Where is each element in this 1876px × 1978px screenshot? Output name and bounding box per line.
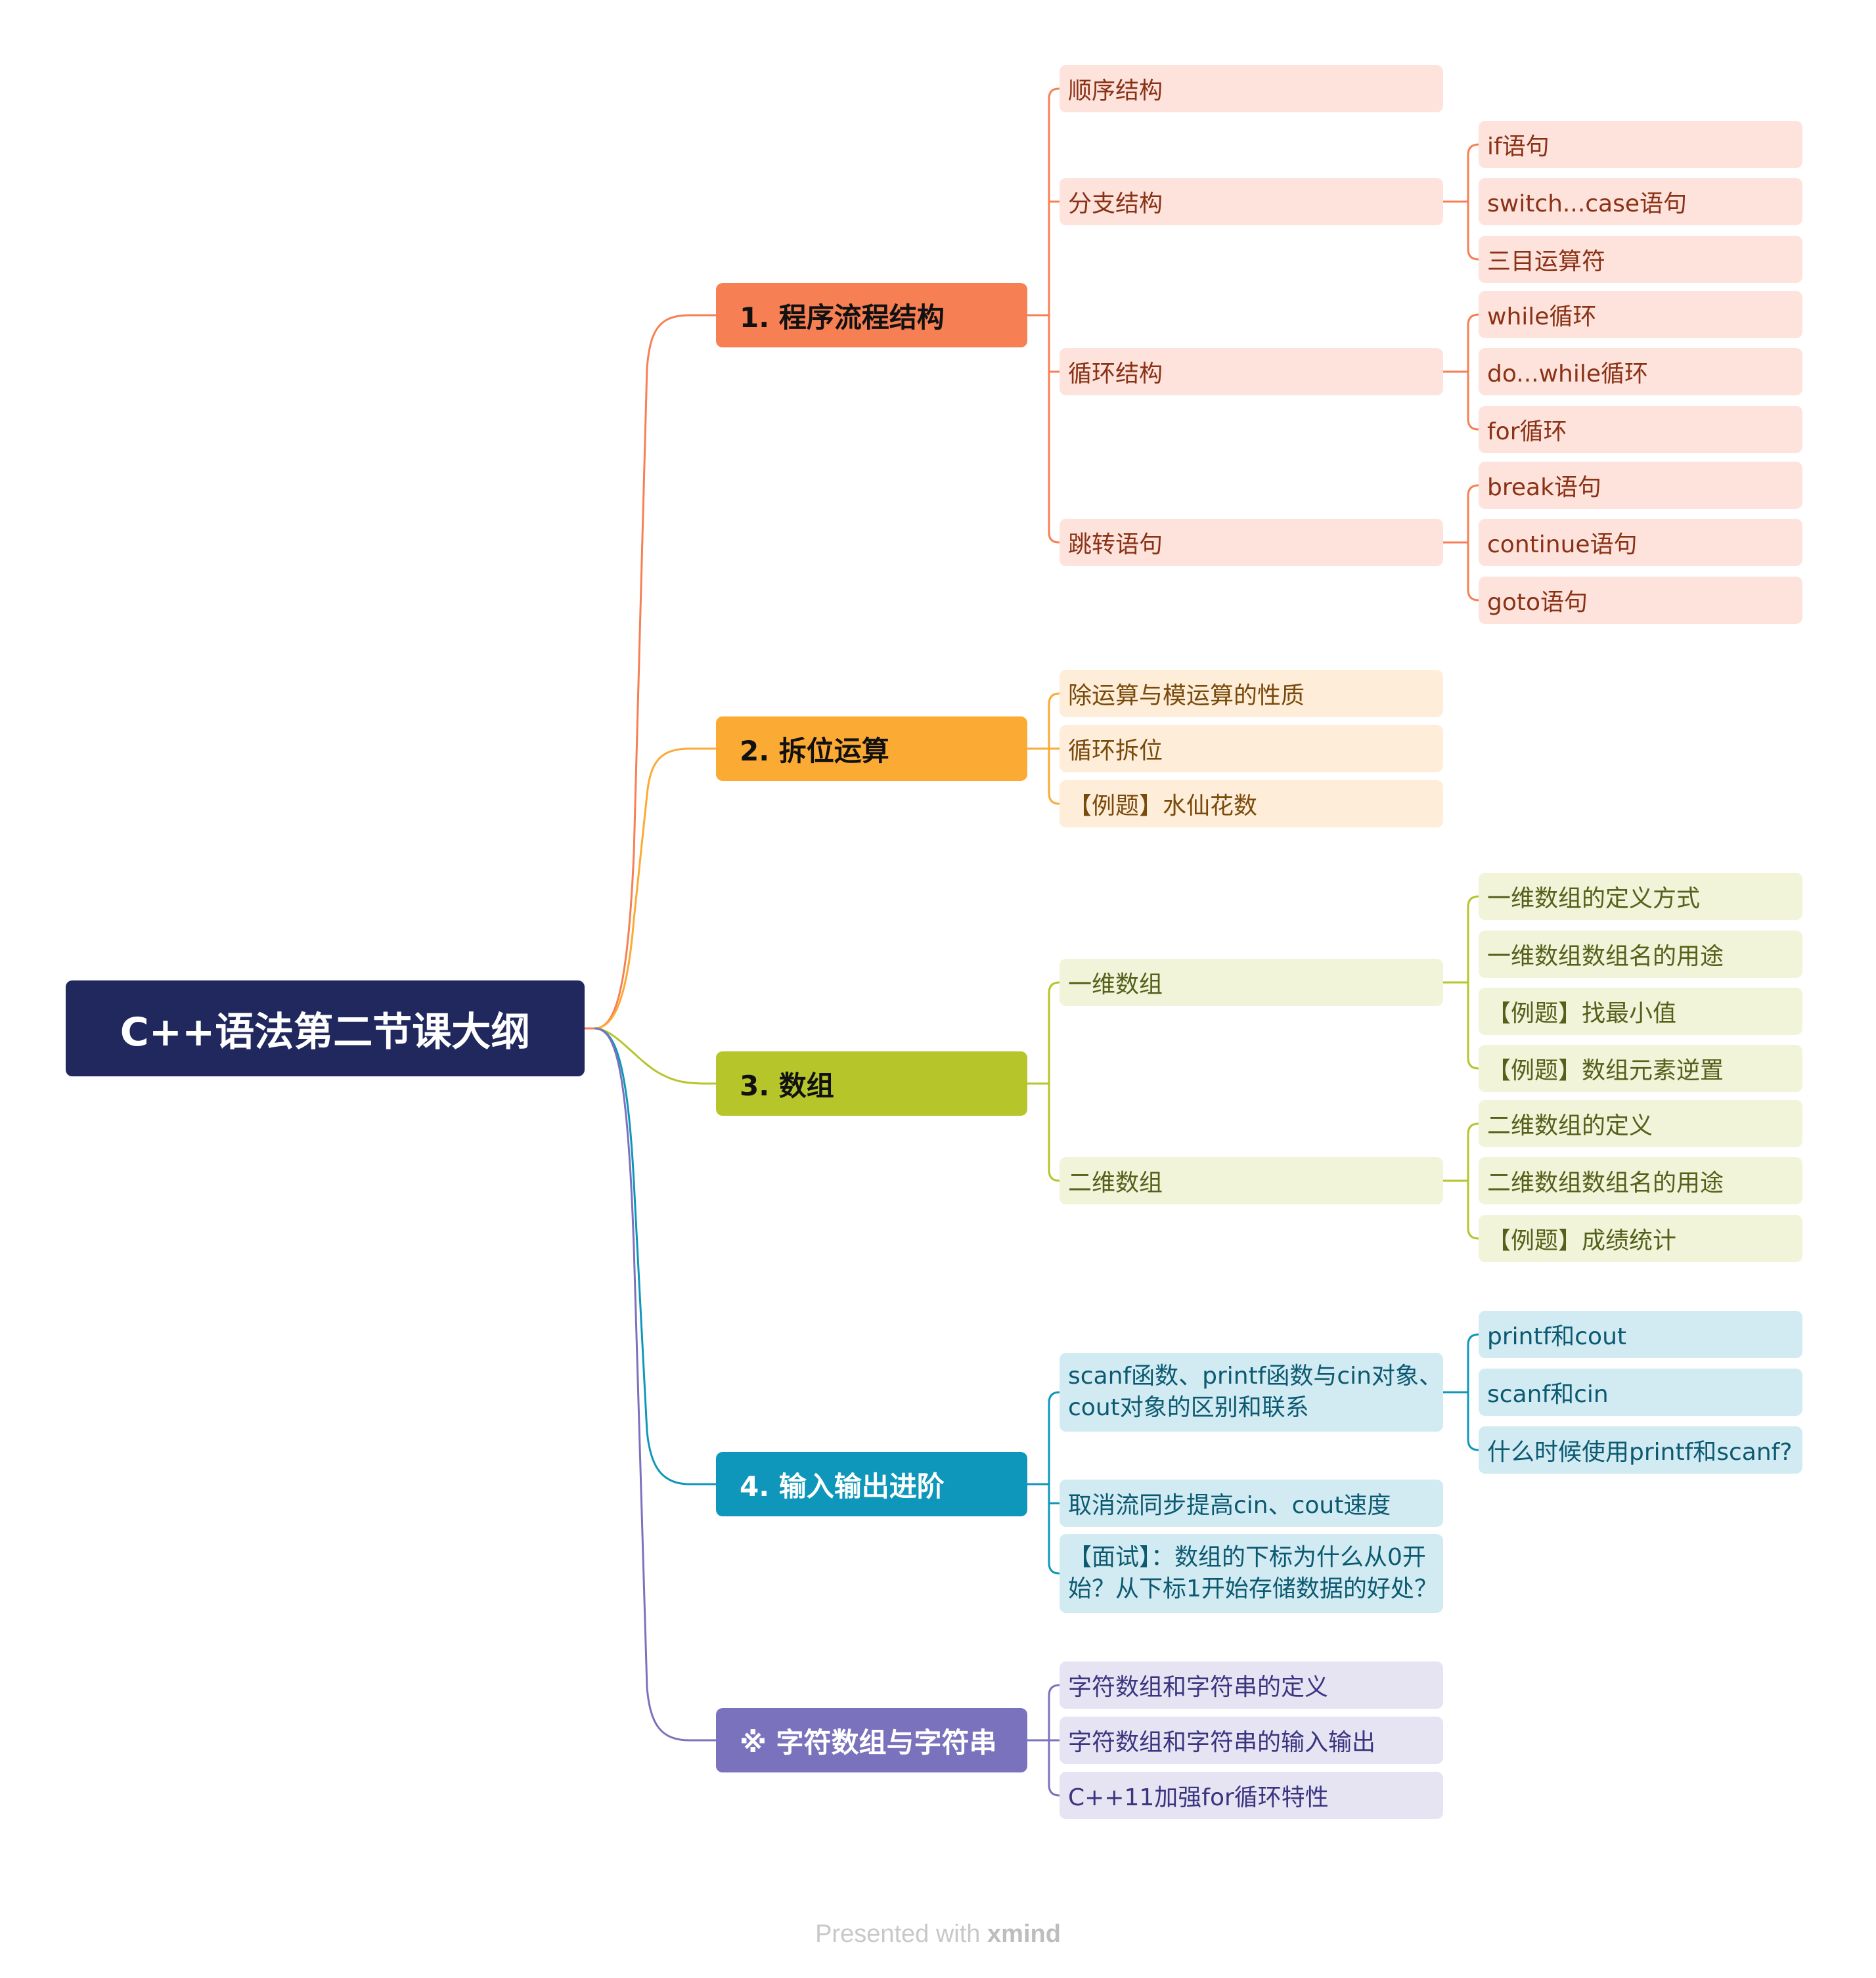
leaf-topic[interactable]: 【例题】数组元素逆置 (1479, 1045, 1802, 1092)
leaf-topic[interactable]: 一维数组数组名的用途 (1479, 931, 1802, 978)
leaf-topic[interactable]: 三目运算符 (1479, 236, 1802, 283)
subtopic[interactable]: 顺序结构 (1060, 65, 1443, 112)
subtopic[interactable]: 二维数组 (1060, 1157, 1443, 1204)
leaf-topic[interactable]: 【例题】找最小值 (1479, 988, 1802, 1035)
leaf-topic[interactable]: scanf和cin (1479, 1369, 1802, 1416)
leaf-topic[interactable]: 一维数组的定义方式 (1479, 873, 1802, 920)
subtopic[interactable]: 【例题】水仙花数 (1060, 780, 1443, 827)
branch-5-links (1027, 1684, 1060, 1797)
footer-prefix: Presented with (815, 1920, 981, 1948)
main-topic-io-advanced[interactable]: 4. 输入输出进阶 (716, 1452, 1027, 1516)
presented-with-footer: Presented with xmind (0, 1920, 1876, 1948)
leaf-topic[interactable]: while循环 (1479, 291, 1802, 338)
main-topic-arrays[interactable]: 3. 数组 (716, 1051, 1027, 1116)
subtopic[interactable]: 取消流同步提高cin、cout速度 (1060, 1480, 1443, 1527)
leaf-topic[interactable]: printf和cout (1479, 1311, 1802, 1358)
branch-3-links (1027, 895, 1479, 1240)
leaf-topic[interactable]: 二维数组数组名的用途 (1479, 1157, 1802, 1204)
leaf-topic[interactable]: switch...case语句 (1479, 178, 1802, 225)
branch-4-links (1027, 1333, 1479, 1575)
leaf-topic[interactable]: break语句 (1479, 462, 1802, 509)
leaf-topic[interactable]: goto语句 (1479, 577, 1802, 624)
root-link-4 (594, 1027, 716, 1485)
subtopic[interactable]: 【面试】：数组的下标为什么从0开始？从下标1开始存储数据的好处？ (1060, 1534, 1443, 1613)
main-topic-program-flow[interactable]: 1. 程序流程结构 (716, 283, 1027, 347)
main-topic-digit-split[interactable]: 2. 拆位运算 (716, 716, 1027, 781)
subtopic[interactable]: 字符数组和字符串的输入输出 (1060, 1717, 1443, 1764)
subtopic[interactable]: 循环拆位 (1060, 725, 1443, 772)
root-link-1 (585, 314, 716, 1030)
subtopic[interactable]: 跳转语句 (1060, 519, 1443, 566)
leaf-topic[interactable]: 【例题】成绩统计 (1479, 1215, 1802, 1262)
root-link-5 (594, 1027, 716, 1742)
leaf-topic[interactable]: 二维数组的定义 (1479, 1100, 1802, 1147)
leaf-topic[interactable]: continue语句 (1479, 519, 1802, 566)
subtopic[interactable]: 除运算与模运算的性质 (1060, 670, 1443, 717)
leaf-topic[interactable]: do...while循环 (1479, 348, 1802, 395)
subtopic[interactable]: 一维数组 (1060, 959, 1443, 1006)
leaf-topic[interactable]: for循环 (1479, 406, 1802, 453)
leaf-topic[interactable]: 什么时候使用printf和scanf? (1479, 1426, 1802, 1474)
subtopic[interactable]: 字符数组和字符串的定义 (1060, 1661, 1443, 1709)
root-link-3 (594, 1027, 717, 1085)
branch-1-links (1027, 87, 1479, 602)
subtopic[interactable]: 循环结构 (1060, 348, 1443, 395)
subtopic[interactable]: scanf函数、printf函数与cin对象、cout对象的区别和联系 (1060, 1353, 1443, 1432)
root-topic[interactable]: C++语法第二节课大纲 (66, 980, 585, 1076)
leaf-topic[interactable]: if语句 (1479, 121, 1802, 168)
main-topic-char-arrays[interactable]: ※ 字符数组与字符串 (716, 1708, 1027, 1772)
root-link-2 (594, 747, 716, 1030)
xmind-logo: xmind (987, 1920, 1061, 1948)
subtopic[interactable]: C++11加强for循环特性 (1060, 1772, 1443, 1819)
branch-2-links (1027, 692, 1060, 805)
subtopic[interactable]: 分支结构 (1060, 178, 1443, 225)
